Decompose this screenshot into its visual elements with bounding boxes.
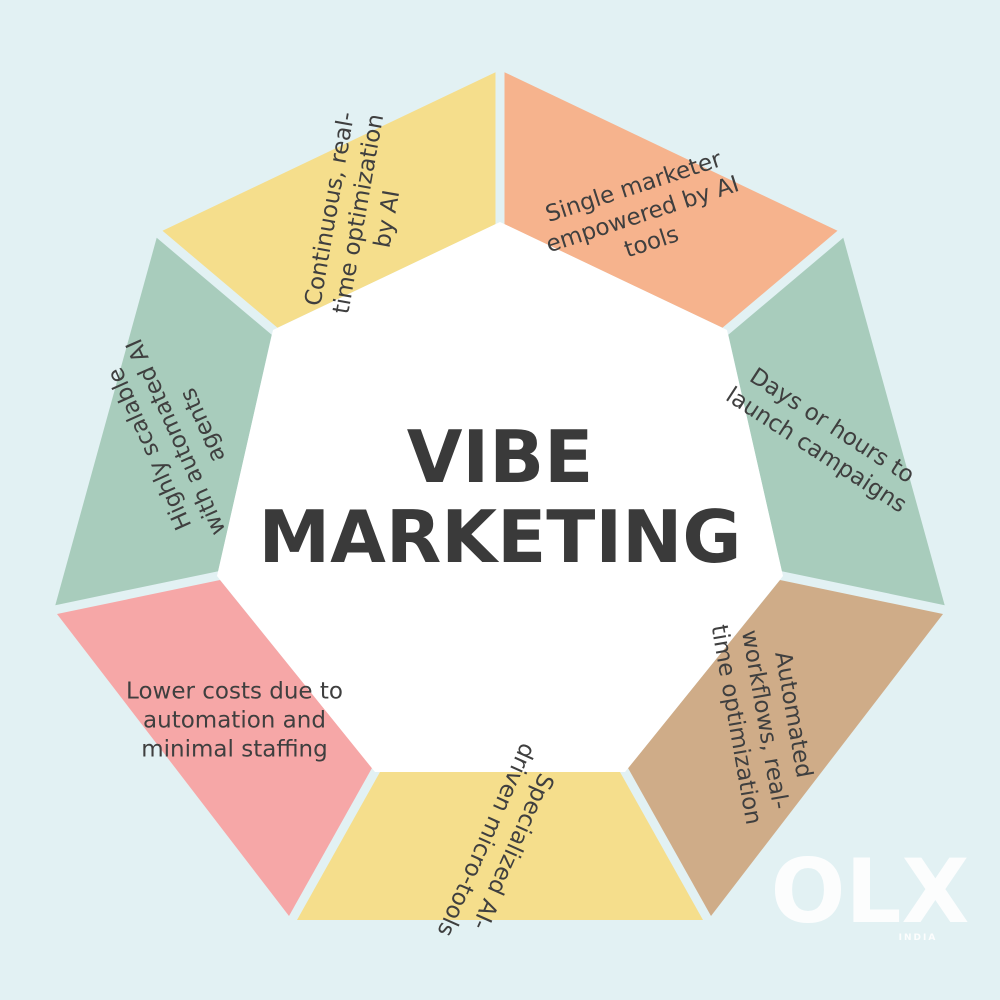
segment-continuous-optimization xyxy=(162,72,496,328)
segment-lower-costs xyxy=(57,580,372,916)
olx-logo-subtext: INDIA xyxy=(899,933,938,943)
title-line-2: MARKETING xyxy=(258,495,741,579)
segment-label-line: minimal staffing xyxy=(141,737,327,763)
segment-micro-tools xyxy=(297,772,703,920)
olx-watermark: OLX INDIA xyxy=(771,840,970,943)
segment-automated-workflows xyxy=(628,580,943,916)
center-heptagon xyxy=(217,222,783,772)
segment-label-line: automation and xyxy=(143,708,326,734)
segment-label-line: Lower costs due to xyxy=(126,679,343,705)
center-title: VIBE MARKETING xyxy=(258,415,741,579)
segment-ai-empowered-marketer xyxy=(504,72,838,328)
title-line-1: VIBE xyxy=(407,415,594,499)
segment-label-lower-costs: Lower costs due to automation and minima… xyxy=(126,679,343,763)
segment-launch-speed xyxy=(728,237,945,606)
segment-scalability xyxy=(55,237,272,606)
olx-logo-mark: OLX xyxy=(771,840,970,943)
